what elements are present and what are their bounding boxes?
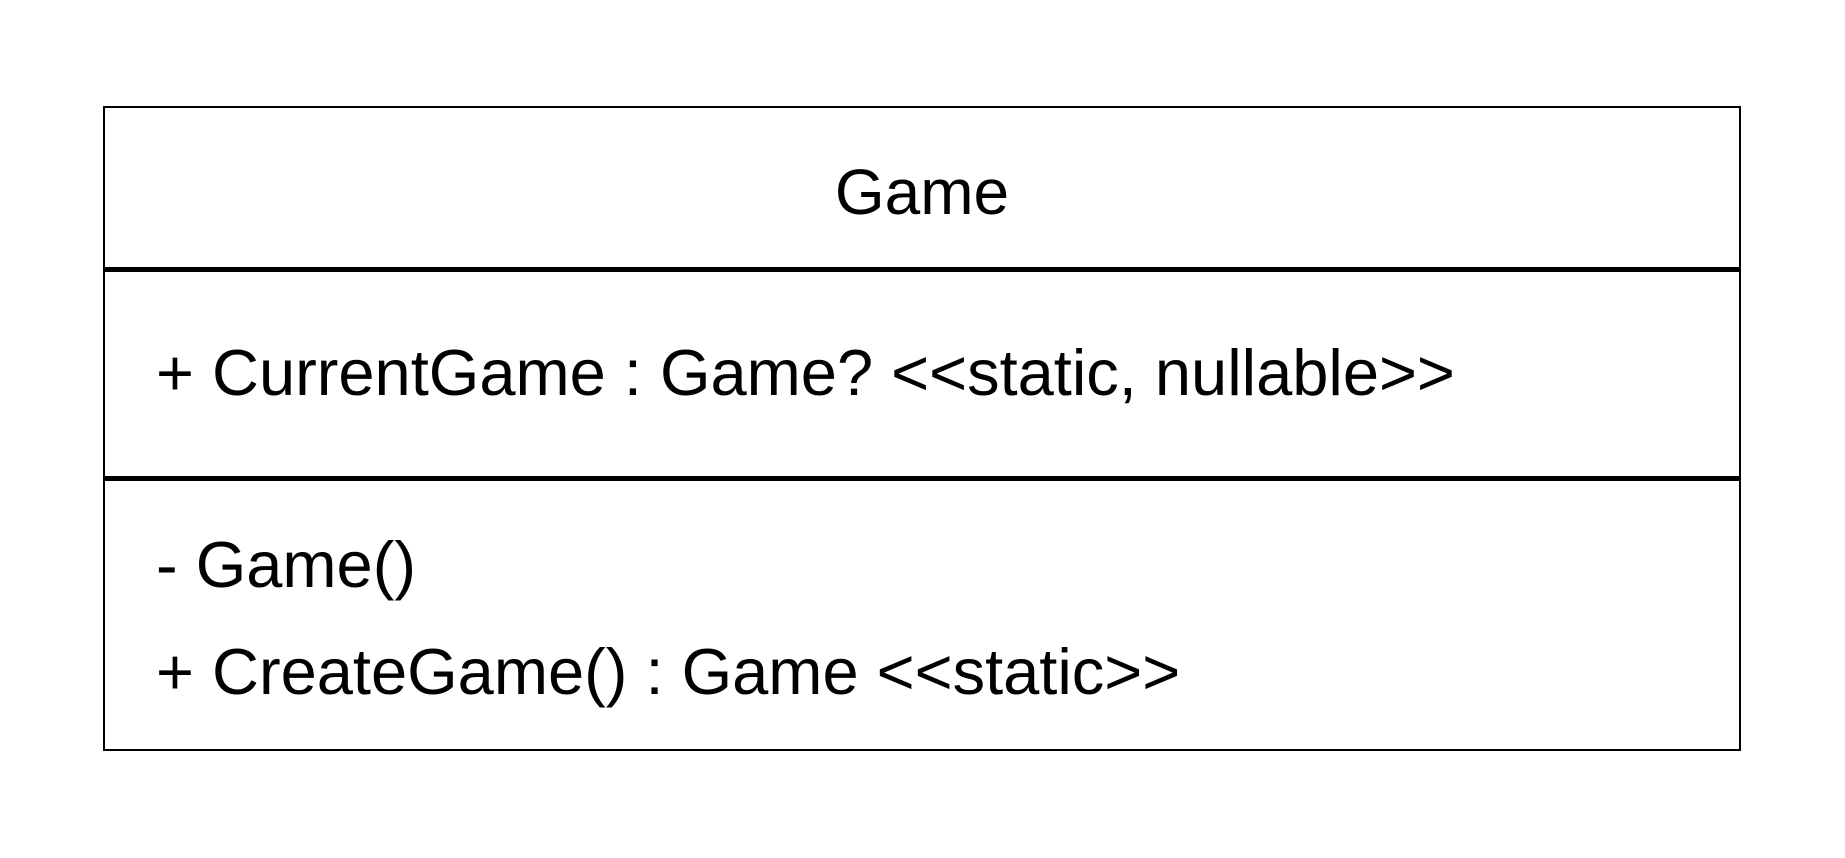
operation-create-game: + CreateGame() : Game <<static>> bbox=[156, 635, 1181, 708]
operation-game-constructor: - Game() bbox=[156, 528, 416, 601]
uml-class-box-game: Game + CurrentGame : Game? <<static, nul… bbox=[103, 106, 1741, 751]
class-header: Game bbox=[105, 108, 1739, 267]
header-divider bbox=[105, 267, 1739, 272]
attribute-current-game: + CurrentGame : Game? <<static, nullable… bbox=[156, 336, 1455, 409]
attributes-divider bbox=[105, 476, 1739, 481]
class-name: Game bbox=[834, 155, 1010, 228]
